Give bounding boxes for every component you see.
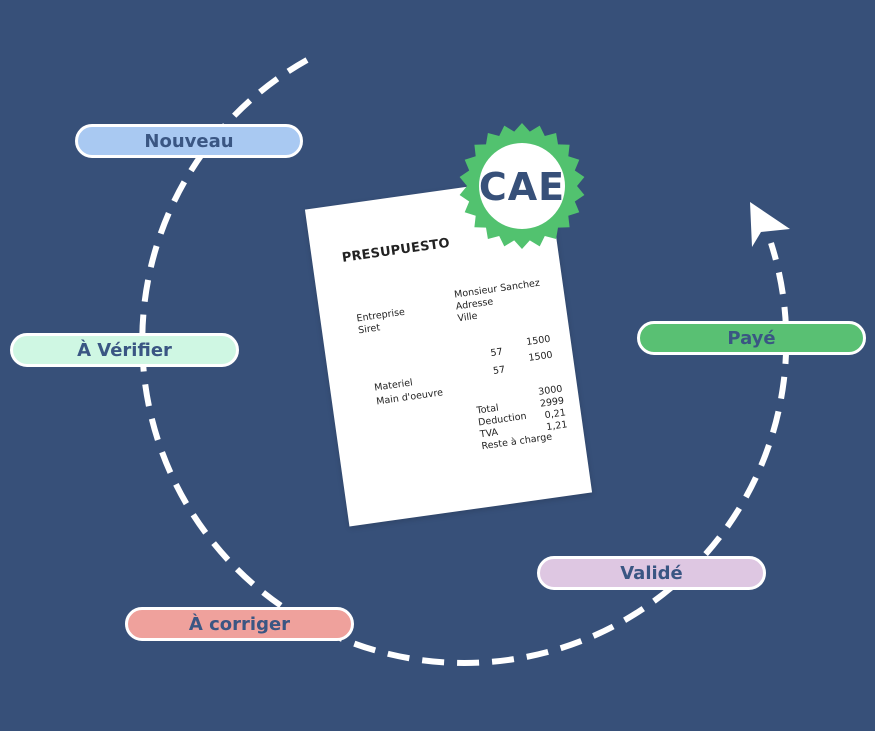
status-a-verifier-label: À Vérifier <box>77 339 172 361</box>
cycle-arrowhead-icon <box>750 202 790 247</box>
line-quantities: 57 57 <box>482 344 507 382</box>
status-valide: Validé <box>537 556 766 590</box>
cae-badge: CAE <box>459 123 585 249</box>
status-paye: Payé <box>637 321 866 355</box>
line-prices: 1500 1500 <box>520 332 554 368</box>
line-price-main-oeuvre: 1500 <box>527 349 554 364</box>
client-fields: Entreprise Siret <box>356 307 408 338</box>
line-labels: Materiel Main d'oeuvre <box>374 372 444 409</box>
status-a-verifier: À Vérifier <box>10 333 239 367</box>
badge-inner-circle <box>479 143 565 229</box>
recipient-block: Monsieur Sanchez Adresse Ville <box>454 278 545 326</box>
reste-a-charge-value: 1,21 <box>545 419 569 434</box>
line-qty-main-oeuvre: 57 <box>492 364 506 377</box>
status-paye-label: Payé <box>727 327 776 349</box>
status-valide-label: Validé <box>620 562 683 584</box>
status-a-corriger-label: À corriger <box>188 613 291 635</box>
document-title: PRESUPUESTO <box>341 235 451 266</box>
status-nouveau-label: Nouveau <box>144 130 234 152</box>
totals-values: 3000 2999 0,21 1,21 <box>532 384 568 436</box>
status-a-corriger: À corriger <box>125 607 354 641</box>
badge-text: CAE <box>479 165 565 209</box>
status-nouveau: Nouveau <box>75 124 303 158</box>
